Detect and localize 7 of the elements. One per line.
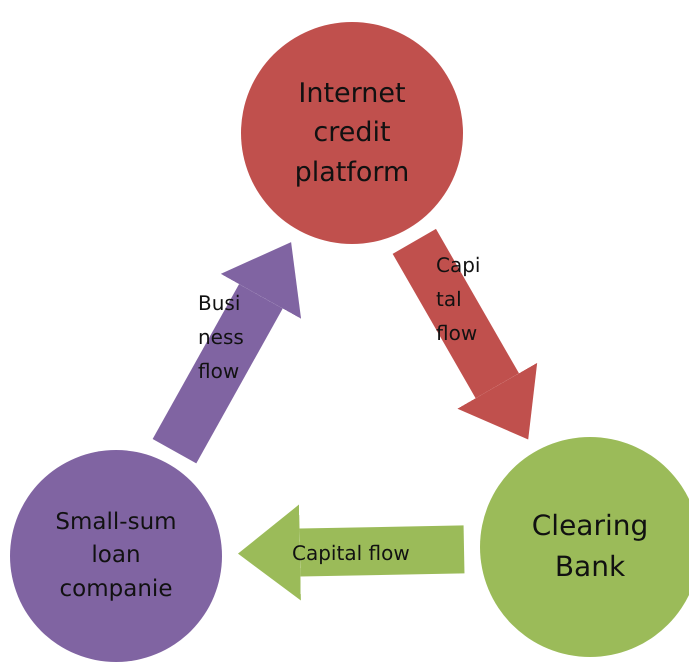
block-arrow [238,504,465,600]
node-label: Small-sum loan companie [54,508,178,604]
node-label: Clearing Bank [530,508,650,585]
block-arrow [392,228,538,440]
edge-label: Capital flow [292,540,411,567]
node-label: Internet credit platform [294,77,410,190]
block-arrow [152,242,302,464]
